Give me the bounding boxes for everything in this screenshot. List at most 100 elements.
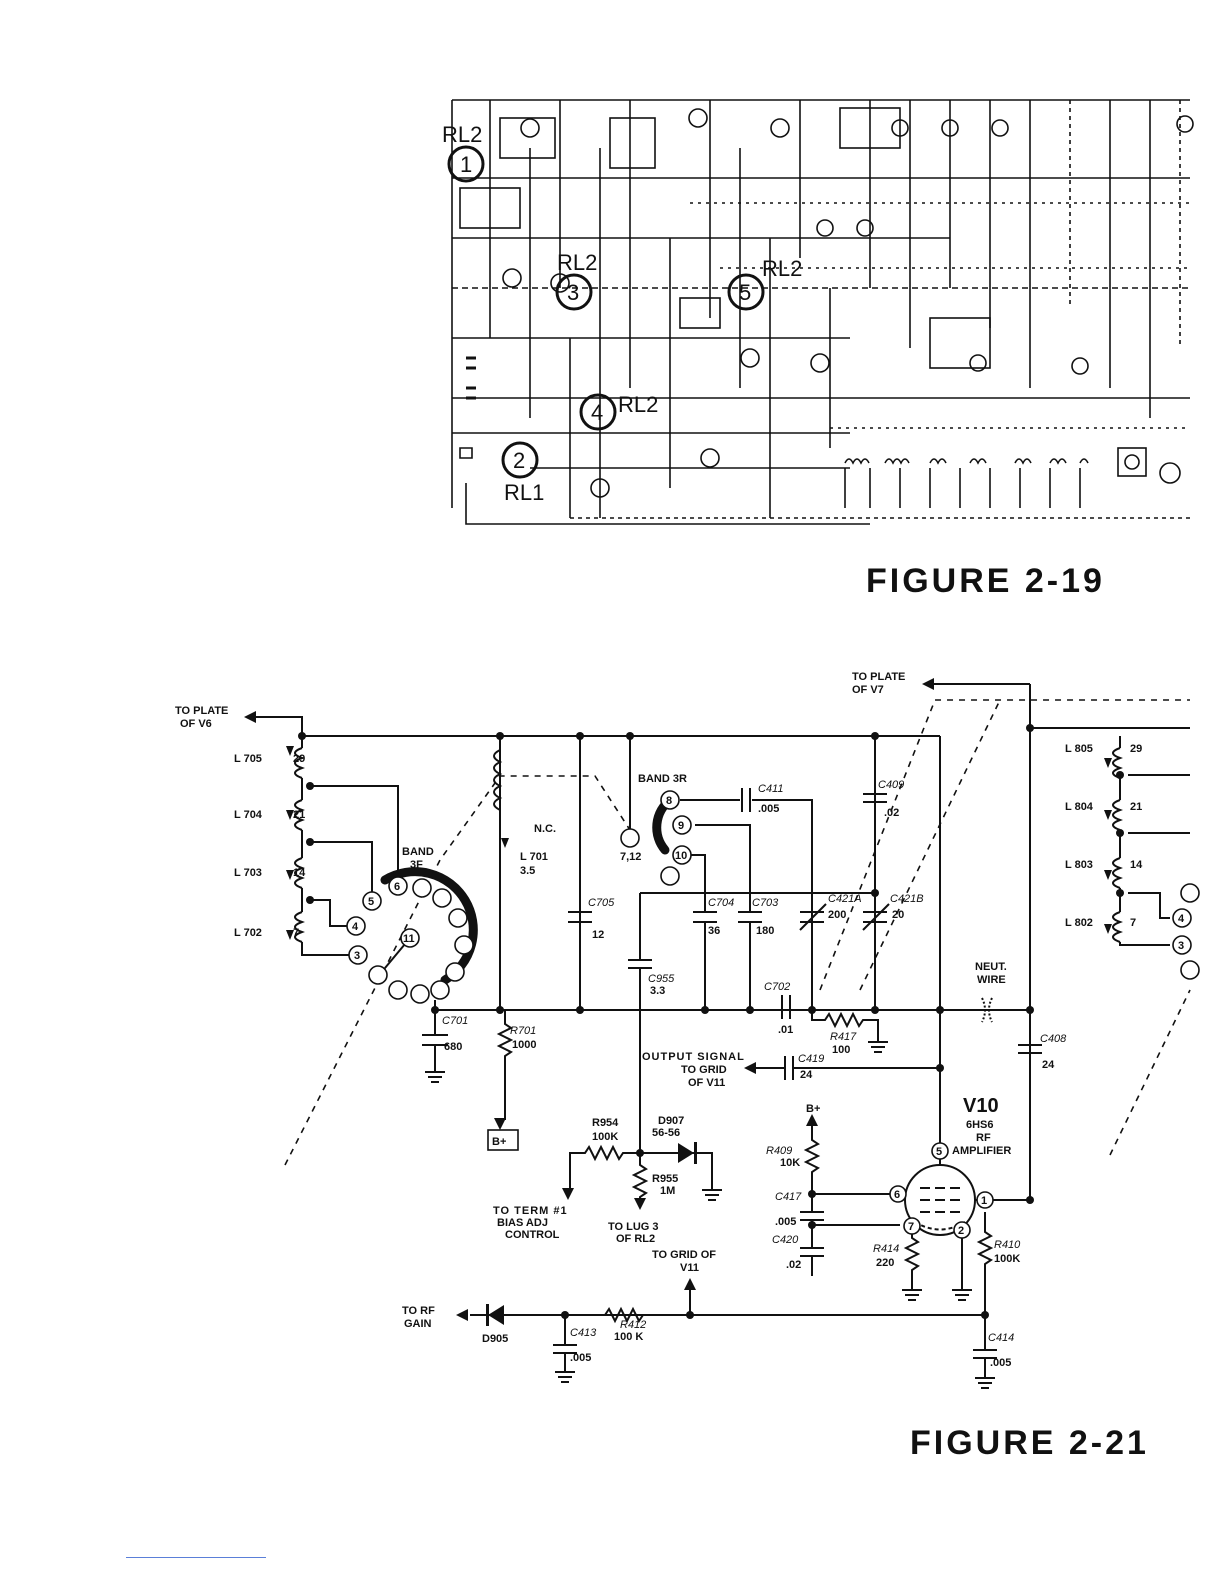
c703-value: 180: [756, 925, 774, 937]
relay-label-rl1: RL1: [504, 480, 544, 505]
coil-l805-turns: 29: [1130, 743, 1142, 755]
relay-label-rl2-d: RL2: [618, 392, 658, 417]
c419-name: C419: [798, 1053, 824, 1065]
to-plate-v6-line2: OF V6: [180, 718, 212, 730]
coil-l703-turns: 14: [293, 867, 306, 879]
switch-pin-10: 10: [675, 850, 687, 862]
coil-l803-turns: 14: [1130, 859, 1143, 871]
c703-name: C703: [752, 897, 779, 909]
tube-pin-5: 5: [936, 1146, 942, 1158]
contact-2: 2: [513, 448, 525, 473]
coil-l802-name: L 802: [1065, 917, 1093, 929]
c408-value: 24: [1042, 1059, 1055, 1071]
r955-name: R955: [652, 1173, 678, 1185]
coil-l705-name: L 705: [234, 753, 262, 765]
to-term-line2: BIAS ADJ: [497, 1217, 548, 1229]
coil-l802-turns: 7: [1130, 917, 1136, 929]
footer-rule: [126, 1557, 266, 1558]
band-3f-line1: BAND: [402, 846, 434, 858]
r414-value: 220: [876, 1257, 894, 1269]
figure-2-21-caption: FIGURE 2-21: [910, 1424, 1149, 1462]
output-signal-line3: OF V11: [688, 1077, 725, 1089]
to-grid-v11-line2: V11: [680, 1262, 699, 1274]
r955-value: 1M: [660, 1185, 675, 1197]
to-grid-v11-line1: TO GRID OF: [652, 1249, 716, 1261]
r410-value: 100K: [994, 1253, 1020, 1265]
r412-value: 100 K: [614, 1331, 643, 1343]
r417-name: R417: [830, 1031, 857, 1043]
to-term-line1: TO TERM #1: [493, 1205, 568, 1217]
switch-pin-7-12: 7,12: [620, 851, 641, 863]
bplus-label: B+: [806, 1103, 820, 1115]
to-rf-gain-line1: TO RF: [402, 1305, 435, 1317]
switch-pin-9: 9: [678, 820, 684, 832]
r954-value: 100K: [592, 1131, 618, 1143]
output-signal-line1: OUTPUT SIGNAL: [642, 1051, 745, 1063]
c955-value: 3.3: [650, 985, 665, 997]
r409-value: 10K: [780, 1157, 800, 1169]
l701-nc: N.C.: [534, 823, 556, 835]
switch-pin-3: 3: [354, 950, 360, 962]
c409-value: .02: [884, 807, 899, 819]
c421a-value: 200: [828, 909, 846, 921]
r701-value: 1000: [512, 1039, 536, 1051]
coil-l703-name: L 703: [234, 867, 262, 879]
tube-v10-role1: RF: [976, 1132, 991, 1144]
right-pin-3: 3: [1178, 940, 1184, 952]
band-3r-label: BAND 3R: [638, 773, 687, 785]
c409-name: C409: [878, 779, 904, 791]
c417-name: C417: [775, 1191, 802, 1203]
coil-l805-name: L 805: [1065, 743, 1093, 755]
to-lug-line2: OF RL2: [616, 1233, 655, 1245]
to-plate-v6-line1: TO PLATE: [175, 705, 228, 717]
c704-value: 36: [708, 925, 720, 937]
c701-name: C701: [442, 1015, 468, 1027]
to-plate-v7-line2: OF V7: [852, 684, 884, 696]
c414-name: C414: [988, 1332, 1014, 1344]
r954-name: R954: [592, 1117, 619, 1129]
c421b-name: C421B: [890, 893, 924, 905]
c702-name: C702: [764, 981, 790, 993]
coil-l705-turns: 29: [293, 753, 305, 765]
tube-pin-1: 1: [981, 1195, 987, 1207]
d907-name: D907: [658, 1115, 684, 1127]
switch-pin-5: 5: [368, 896, 374, 908]
tube-pin-7: 7: [908, 1221, 914, 1233]
contact-1: 1: [460, 152, 472, 177]
tube-v10-name: V10: [963, 1095, 999, 1117]
tube-pin-6: 6: [894, 1189, 900, 1201]
c705-name: C705: [588, 897, 615, 909]
r409-name: R409: [766, 1145, 792, 1157]
l701-name: L 701: [520, 851, 548, 863]
neut-wire-line1: NEUT.: [975, 961, 1007, 973]
coil-l804-name: L 804: [1065, 801, 1094, 813]
r417-value: 100: [832, 1044, 850, 1056]
coil-l702-name: L 702: [234, 927, 262, 939]
band-3f-line2: 3F: [410, 859, 423, 871]
c417-value: .005: [775, 1216, 796, 1228]
d905-name: D905: [482, 1333, 508, 1345]
coil-l704-name: L 704: [234, 809, 263, 821]
right-pin-4: 4: [1178, 913, 1185, 925]
r701-name: R701: [510, 1025, 536, 1037]
contact-5: 5: [739, 280, 751, 305]
switch-pin-4: 4: [352, 921, 359, 933]
r414-name: R414: [873, 1243, 899, 1255]
c420-value: .02: [786, 1259, 801, 1271]
coil-l803-name: L 803: [1065, 859, 1093, 871]
contact-4: 4: [591, 400, 603, 425]
relay-label-rl2-c: RL2: [762, 256, 802, 281]
coil-l704-turns: 21: [293, 809, 305, 821]
c420-name: C420: [772, 1234, 799, 1246]
r410-name: R410: [994, 1239, 1021, 1251]
c414-value: .005: [990, 1357, 1011, 1369]
c408-name: C408: [1040, 1033, 1067, 1045]
neut-wire-line2: WIRE: [977, 974, 1006, 986]
contact-3: 3: [567, 280, 579, 305]
relay-label-rl2-a: RL2: [442, 122, 482, 147]
coil-l804-turns: 21: [1130, 801, 1142, 813]
relay-label-rl2-b: RL2: [557, 250, 597, 275]
c705-value: 12: [592, 929, 604, 941]
c704-name: C704: [708, 897, 734, 909]
coil-l702-turns: 7: [293, 927, 299, 939]
